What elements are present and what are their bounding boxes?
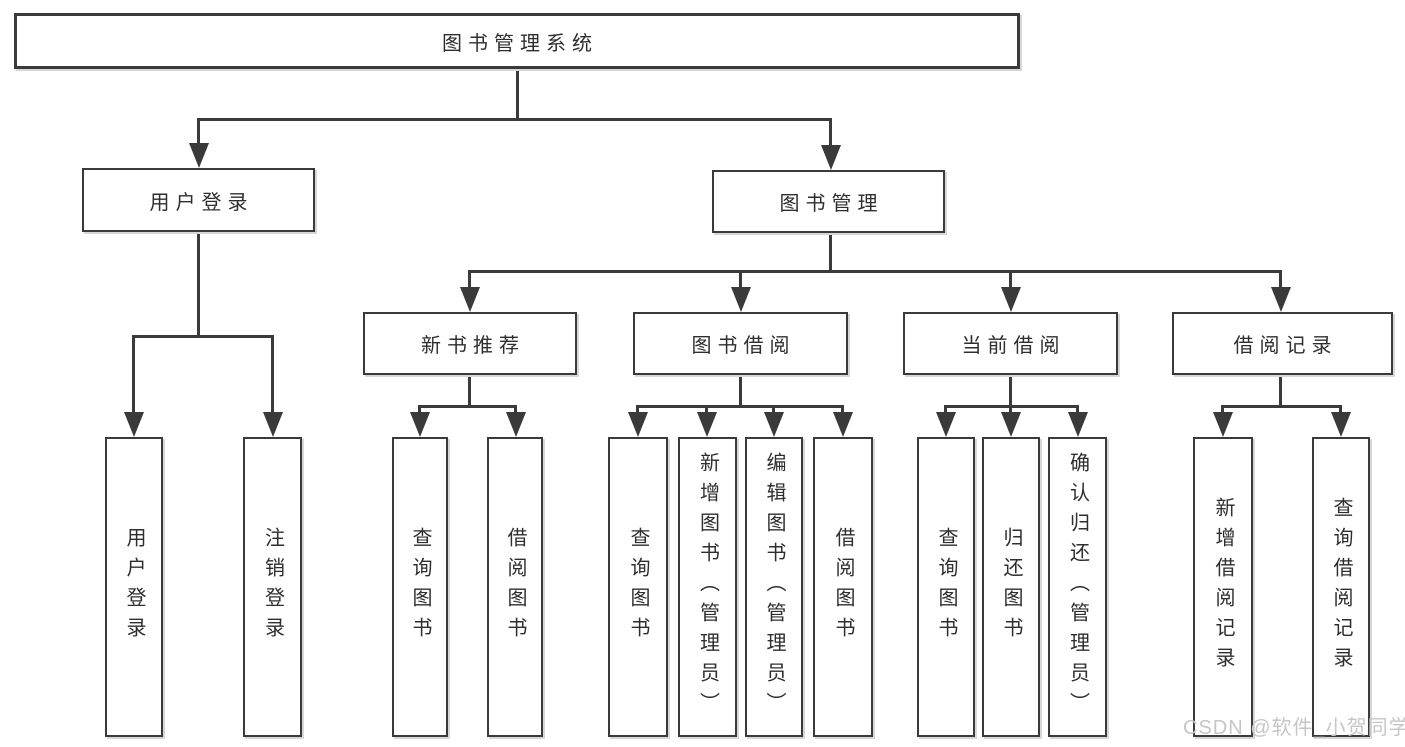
leaf-label: 用户登录 — [123, 527, 145, 647]
arrow-down-icon — [821, 145, 841, 170]
edge-borrow-records-stub — [1279, 375, 1282, 407]
edge-stem-leaf-logout — [271, 335, 274, 415]
arrow-down-icon — [936, 412, 956, 437]
arrow-down-icon — [124, 412, 144, 437]
node-book-borrowing: 图书借阅 — [633, 312, 848, 375]
edge-stem-leaf — [418, 405, 421, 417]
leaf-user-login: 用户登录 — [105, 437, 163, 737]
arrow-down-icon — [628, 412, 648, 437]
leaf-label: 借阅图书 — [832, 527, 854, 647]
edge-stem-leaf — [944, 405, 947, 417]
edge-user-login-stub — [197, 232, 200, 338]
edge-user-login-split — [132, 335, 274, 338]
edge-stem-leaf-user-login — [132, 335, 135, 415]
leaf-edit-books-admin: 编辑图书（管理员） — [745, 437, 803, 737]
edge-book-management-stub — [829, 233, 832, 272]
leaf-label: 新增借阅记录 — [1212, 497, 1234, 677]
edge-stem-leaf — [1221, 405, 1224, 417]
edge-stem-new-book — [468, 270, 471, 290]
leaf-borrow-books: 借阅图书 — [813, 437, 873, 737]
node-new-book-recommendation: 新书推荐 — [363, 312, 577, 375]
leaf-label: 确认归还（管理员） — [1066, 452, 1089, 722]
leaf-confirm-return-admin: 确认归还（管理员） — [1048, 437, 1107, 737]
edge-book-management-split — [468, 270, 1282, 273]
arrow-down-icon — [1068, 412, 1088, 437]
edge-root-split — [197, 118, 832, 121]
leaf-borrow-books-recommend: 借阅图书 — [487, 437, 543, 737]
watermark: CSDN @软件_小贺同学 — [1183, 717, 1405, 739]
edge-stem-leaf — [1009, 405, 1012, 417]
leaf-label: 归还图书 — [1000, 527, 1022, 647]
leaf-label: 查询图书 — [627, 527, 649, 647]
leaf-label: 查询借阅记录 — [1330, 497, 1352, 677]
leaf-query-books-current: 查询图书 — [917, 437, 975, 737]
leaf-label: 查询图书 — [409, 527, 431, 647]
edge-book-borrow-stub — [739, 375, 742, 407]
edge-stem-leaf — [841, 405, 844, 417]
leaf-label: 新增图书（管理员） — [696, 452, 719, 722]
edge-stem-borrow-records — [1279, 270, 1282, 290]
edge-root-stub — [516, 68, 519, 120]
node-book-management: 图书管理 — [712, 170, 945, 233]
edge-current-borrow-stub — [1009, 375, 1012, 407]
arrow-down-icon — [1001, 287, 1021, 312]
edge-stem-user-login — [197, 118, 200, 148]
edge-borrow-records-split — [1221, 405, 1341, 408]
leaf-label: 查询图书 — [935, 527, 957, 647]
edge-stem-leaf — [1076, 405, 1079, 417]
arrow-down-icon — [833, 412, 853, 437]
arrow-down-icon — [697, 412, 717, 437]
edge-stem-leaf — [705, 405, 708, 417]
edge-new-book-split — [418, 405, 517, 408]
node-book-management-system: 图书管理系统 — [14, 13, 1020, 69]
edge-stem-leaf — [514, 405, 517, 417]
leaf-return-books: 归还图书 — [982, 437, 1040, 737]
edge-stem-leaf — [636, 405, 639, 417]
arrow-down-icon — [506, 412, 526, 437]
leaf-label: 注销登录 — [261, 527, 284, 647]
arrow-down-icon — [410, 412, 430, 437]
leaf-label: 编辑图书（管理员） — [763, 452, 785, 722]
leaf-query-books-borrow: 查询图书 — [608, 437, 668, 737]
edge-stem-current-borrow — [1009, 270, 1012, 290]
arrow-down-icon — [1331, 412, 1351, 437]
edge-stem-leaf — [772, 405, 775, 417]
edge-stem-book-management — [829, 118, 832, 150]
arrow-down-icon — [1271, 287, 1291, 312]
arrow-down-icon — [731, 287, 751, 312]
leaf-add-books-admin: 新增图书（管理员） — [678, 437, 737, 737]
node-borrowing-records: 借阅记录 — [1172, 312, 1393, 375]
leaf-query-books-recommend: 查询图书 — [392, 437, 448, 737]
leaf-label: 借阅图书 — [504, 527, 526, 647]
leaf-query-borrow-record: 查询借阅记录 — [1312, 437, 1370, 737]
arrow-down-icon — [460, 287, 480, 312]
leaf-logout: 注销登录 — [243, 437, 302, 737]
arrow-down-icon — [764, 412, 784, 437]
edge-book-borrow-split — [636, 405, 844, 408]
leaf-add-borrow-record: 新增借阅记录 — [1193, 437, 1253, 737]
arrow-down-icon — [189, 143, 209, 168]
node-current-borrowing: 当前借阅 — [903, 312, 1118, 375]
edge-stem-leaf — [1339, 405, 1342, 417]
edge-stem-book-borrow — [739, 270, 742, 290]
node-user-login: 用户登录 — [82, 168, 315, 232]
arrow-down-icon — [263, 412, 283, 437]
edge-new-book-stub — [468, 375, 471, 407]
arrow-down-icon — [1001, 412, 1021, 437]
arrow-down-icon — [1213, 412, 1233, 437]
